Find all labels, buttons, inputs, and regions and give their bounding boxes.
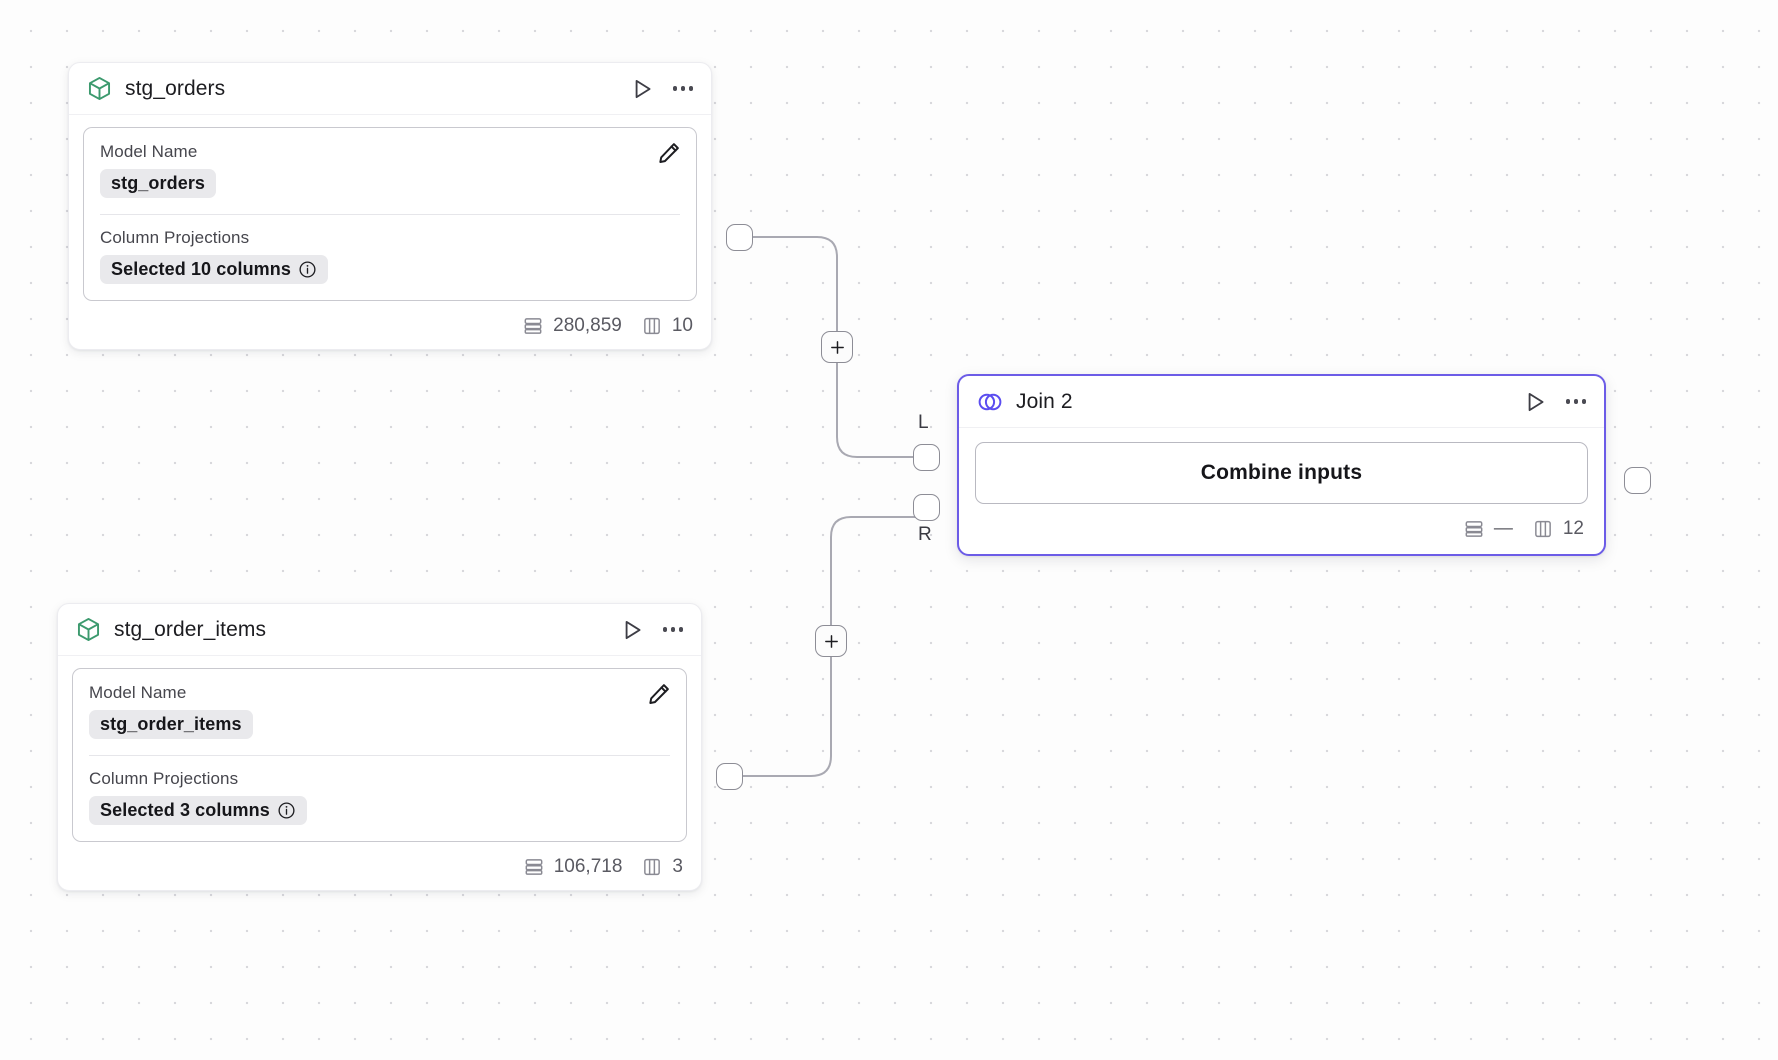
node-header-actions[interactable]: [629, 76, 696, 102]
input-port-left[interactable]: [913, 444, 940, 471]
model-config-panel: Model Name stg_orders Column Projections…: [83, 127, 697, 301]
output-port-stg-orders[interactable]: [726, 224, 753, 251]
model-config-panel: Model Name stg_order_items Column Projec…: [72, 668, 687, 842]
rows-icon: [522, 315, 544, 337]
node-body: Combine inputs: [959, 428, 1604, 508]
run-icon[interactable]: [1522, 389, 1548, 415]
node-title: stg_order_items: [114, 617, 267, 641]
more-options-icon[interactable]: [661, 621, 686, 638]
rows-stat: 280,859: [522, 315, 622, 337]
model-name-value: stg_order_items: [100, 714, 242, 734]
node-header: stg_orders: [69, 63, 711, 115]
column-projections-chip[interactable]: Selected 10 columns: [100, 255, 328, 284]
node-footer: 280,859 10: [69, 307, 711, 349]
node-footer: — 12: [959, 508, 1604, 554]
model-name-chip[interactable]: stg_orders: [100, 169, 217, 198]
column-projections-value: Selected 3 columns: [100, 800, 270, 820]
info-icon[interactable]: [277, 801, 296, 820]
node-header-actions[interactable]: [619, 617, 686, 643]
run-icon[interactable]: [629, 76, 655, 102]
edge-add-node-button-2[interactable]: [815, 625, 847, 657]
node-header: stg_order_items: [58, 604, 701, 656]
panel-divider: [89, 755, 670, 756]
column-projections-chip[interactable]: Selected 3 columns: [89, 796, 307, 825]
combine-inputs-button[interactable]: Combine inputs: [975, 442, 1588, 504]
node-body: Model Name stg_order_items Column Projec…: [58, 656, 701, 848]
rows-icon: [523, 856, 545, 878]
column-projections-value: Selected 10 columns: [111, 259, 291, 279]
cube-icon: [86, 75, 113, 102]
column-projections-label: Column Projections: [100, 228, 250, 247]
model-name-label: Model Name: [100, 142, 198, 161]
output-port-join-2[interactable]: [1624, 467, 1651, 494]
rows-value: —: [1493, 518, 1513, 539]
more-options-icon[interactable]: [671, 80, 696, 97]
node-title: Join 2: [1016, 389, 1073, 413]
columns-value: 3: [672, 856, 683, 877]
rows-value: 106,718: [553, 856, 623, 877]
node-footer: 106,718 3: [58, 848, 701, 890]
node-header-actions[interactable]: [1522, 389, 1589, 415]
columns-stat: 10: [641, 315, 693, 337]
model-name-value: stg_orders: [111, 173, 206, 193]
run-icon[interactable]: [619, 617, 645, 643]
columns-icon: [1532, 518, 1554, 540]
column-projections-label: Column Projections: [89, 769, 239, 788]
rows-value: 280,859: [553, 315, 622, 336]
more-options-icon[interactable]: [1564, 393, 1589, 410]
input-port-label-left: L: [918, 412, 929, 433]
output-port-stg-order-items[interactable]: [716, 763, 743, 790]
node-join-2[interactable]: Join 2 Combine inputs: [957, 374, 1606, 556]
model-name-label: Model Name: [89, 683, 187, 702]
pencil-icon[interactable]: [656, 140, 682, 171]
columns-stat: 12: [1532, 518, 1584, 540]
input-port-right[interactable]: [913, 494, 940, 521]
input-port-label-right: R: [918, 524, 932, 545]
columns-icon: [641, 856, 663, 878]
node-body: Model Name stg_orders Column Projections…: [69, 115, 711, 307]
edge-add-node-button-1[interactable]: [821, 331, 853, 363]
columns-stat: 3: [641, 856, 683, 878]
cube-icon: [75, 616, 102, 643]
panel-divider: [100, 214, 680, 215]
venn-icon: [976, 388, 1004, 416]
model-name-chip[interactable]: stg_order_items: [89, 710, 253, 739]
node-stg-orders[interactable]: stg_orders: [68, 62, 712, 350]
pencil-icon[interactable]: [646, 681, 672, 712]
node-stg-order-items[interactable]: stg_order_items: [57, 603, 702, 891]
info-icon[interactable]: [298, 260, 317, 279]
rows-icon: [1463, 518, 1485, 540]
node-header: Join 2: [959, 376, 1604, 428]
rows-stat: —: [1463, 518, 1513, 540]
columns-value: 12: [1562, 518, 1584, 539]
node-title: stg_orders: [125, 76, 226, 100]
rows-stat: 106,718: [523, 856, 623, 878]
columns-value: 10: [671, 315, 693, 336]
columns-icon: [641, 315, 663, 337]
